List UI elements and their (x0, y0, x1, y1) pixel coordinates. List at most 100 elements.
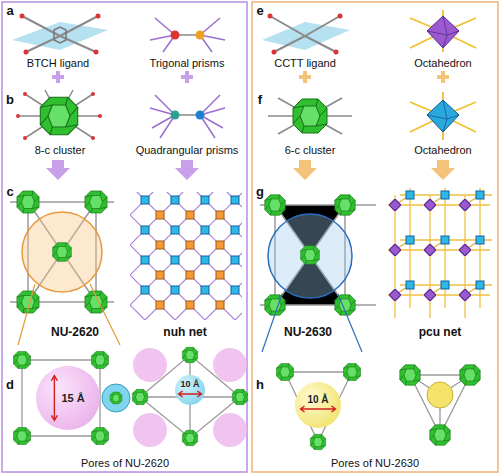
illustration-part (141, 226, 149, 234)
illustration-part (476, 236, 484, 244)
illustration-part (431, 160, 455, 180)
illustration-part (441, 281, 449, 289)
illustration-part (141, 196, 239, 309)
illustration-part (22, 212, 102, 292)
illustration-part (171, 226, 179, 234)
illustration-part (216, 211, 224, 219)
illustration-part (400, 365, 420, 385)
illustration-part (201, 226, 209, 234)
dimension-arrow (295, 382, 341, 428)
illustration-part (388, 188, 492, 318)
illustration-part (265, 195, 285, 215)
illustration-part (91, 136, 95, 140)
illustration-part (132, 389, 147, 404)
illustration-part (427, 16, 459, 48)
illustration-part (156, 241, 164, 249)
pore-sphere: 10 Å (295, 382, 341, 428)
illustration-part (2, 2, 247, 472)
illustration-part (10, 202, 114, 302)
panel-letter: f (258, 93, 262, 108)
illustration-part (16, 90, 225, 180)
illustration-part (156, 301, 164, 309)
illustration-part (201, 256, 209, 264)
pore-sphere: 15 Å (36, 366, 100, 430)
illustration-part (395, 188, 480, 318)
illustration-part (272, 50, 277, 55)
illustration-part (22, 16, 98, 52)
part-label: Trigonal prisms (150, 57, 225, 70)
panel-letter: c (6, 185, 13, 200)
panel-letter: g (256, 185, 264, 200)
illustration-part (260, 205, 376, 305)
illustration-part (182, 347, 197, 362)
illustration-part (52, 71, 193, 83)
illustration-part (265, 295, 285, 315)
illustration-part (110, 392, 122, 404)
illustration-part (441, 191, 449, 199)
illustration-part (459, 289, 471, 301)
illustration-part (53, 243, 72, 262)
illustration-part (12, 14, 225, 84)
illustration-part (130, 192, 242, 320)
illustration-part (201, 286, 209, 294)
panel-letter: a (6, 4, 13, 19)
illustration-part (389, 199, 401, 211)
illustration-part (51, 376, 57, 421)
illustration-part (102, 384, 130, 412)
illustration-part (133, 348, 167, 382)
illustration-part (213, 413, 247, 447)
panel-letter: e (256, 4, 263, 19)
illustration-part (196, 111, 205, 120)
part-label: BTCH ligand (27, 57, 89, 70)
illustration-part (10, 191, 120, 345)
illustration-part (130, 192, 242, 320)
illustration-part (335, 195, 355, 215)
illustration-part (334, 50, 339, 55)
illustration-part (150, 18, 225, 52)
illustration-part (389, 289, 401, 301)
illustration-part (141, 256, 149, 264)
illustration-part (171, 196, 179, 204)
illustration-part (476, 191, 484, 199)
illustration-part (216, 271, 224, 279)
illustration-part (232, 389, 247, 404)
illustration-part (179, 391, 202, 397)
panel-letter: d (6, 378, 14, 393)
illustration-part (213, 348, 247, 382)
illustration-part (23, 136, 27, 140)
part-label: Pores of NU-2620 (81, 457, 169, 470)
illustration-part (410, 10, 476, 52)
illustration-part (268, 214, 352, 298)
illustration-part (427, 16, 459, 48)
illustration-part (20, 14, 25, 19)
structure-name: NU-2620 (51, 326, 99, 340)
illustration-part (150, 95, 225, 138)
pore-size: 10 Å (180, 380, 199, 390)
illustration-part (395, 195, 480, 295)
illustration-part (140, 355, 240, 438)
illustration-part (141, 286, 149, 294)
illustration-part (406, 191, 414, 199)
illustration-part (40, 97, 77, 134)
illustration-part (171, 111, 180, 120)
illustration-part (389, 244, 401, 256)
illustration-part (85, 291, 107, 313)
illustration-part (182, 430, 197, 445)
illustration-part (186, 301, 194, 309)
illustration-part (231, 226, 239, 234)
illustration-part (91, 92, 95, 96)
illustration-part (23, 92, 27, 96)
illustration-part (92, 352, 109, 369)
illustration-part (14, 352, 31, 369)
illustration-part (231, 256, 239, 264)
illustration-part (459, 199, 471, 211)
structure-name: pcu net (419, 326, 462, 340)
illustration-part (424, 199, 436, 211)
illustration-part (46, 160, 70, 180)
part-label: Octahedron (414, 144, 471, 157)
illustration-part (406, 281, 414, 289)
illustration-part (141, 196, 149, 204)
panel-letter: b (6, 93, 14, 108)
illustration-part (85, 191, 107, 213)
illustration-part (270, 16, 340, 52)
